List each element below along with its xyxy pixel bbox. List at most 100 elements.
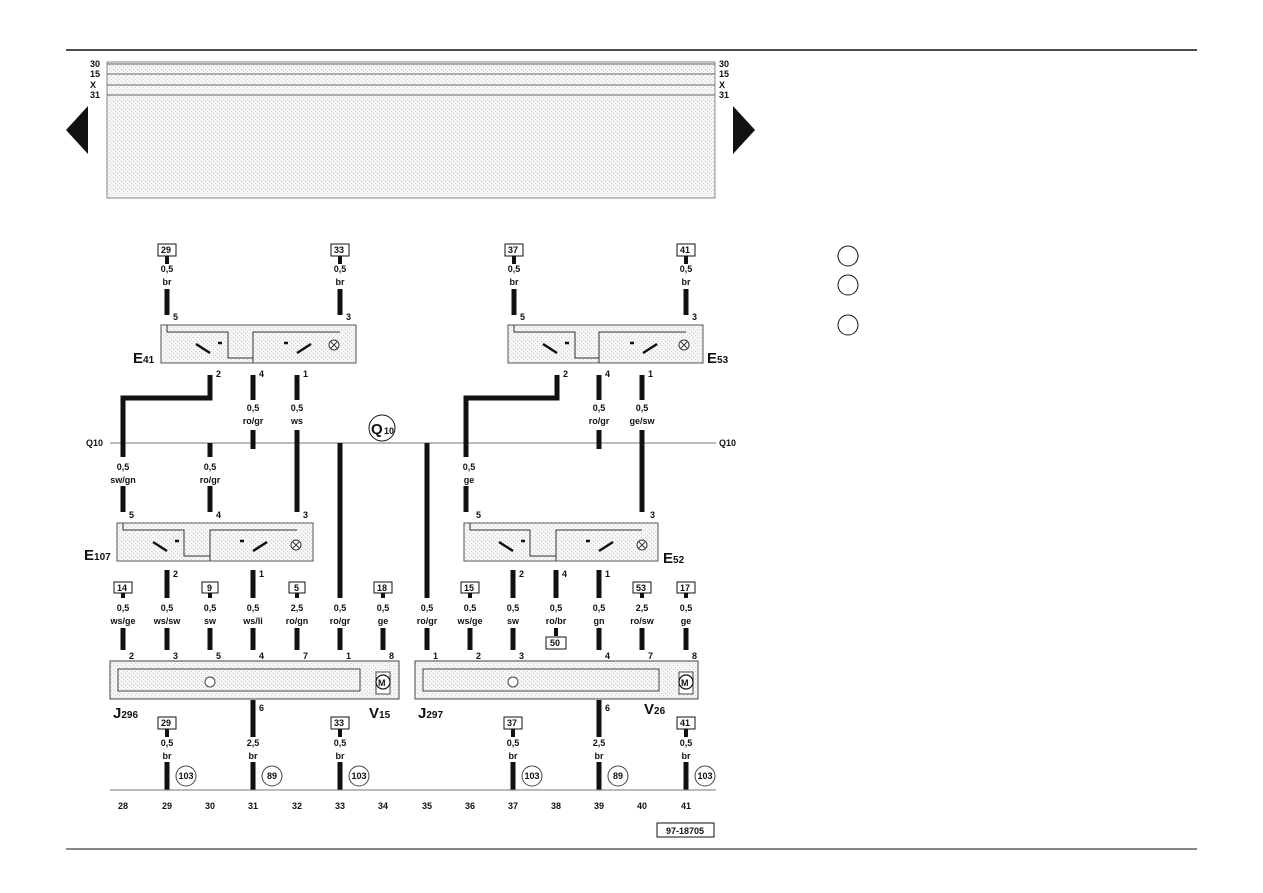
wire-size: 0,5 bbox=[508, 264, 521, 274]
wire-color: br bbox=[510, 277, 519, 287]
wire-size: 0,5 bbox=[593, 403, 606, 413]
motor-v26-label: M bbox=[681, 678, 689, 688]
pin-number: 4 bbox=[562, 569, 567, 579]
wire-size: 0,5 bbox=[291, 403, 304, 413]
ground-point-label: 89 bbox=[267, 771, 277, 781]
pin-number: 8 bbox=[389, 651, 394, 661]
ref-18: 18 bbox=[377, 583, 387, 593]
ref-50: 50 bbox=[550, 638, 560, 648]
ground-point bbox=[175, 765, 197, 787]
wire-color: ro/gr bbox=[330, 616, 351, 626]
wire-color: ge bbox=[681, 616, 692, 626]
switch-e53 bbox=[507, 324, 704, 364]
wire-size: 0,5 bbox=[464, 603, 477, 613]
wire-color: ro/gr bbox=[243, 416, 264, 426]
wire-size: 0,5 bbox=[334, 738, 347, 748]
pin-number: 1 bbox=[433, 651, 438, 661]
ref-14: 14 bbox=[117, 583, 127, 593]
wire-size: 0,5 bbox=[421, 603, 434, 613]
wire-size: 0,5 bbox=[377, 603, 390, 613]
wire-color: br bbox=[682, 277, 691, 287]
ref-boxes bbox=[113, 243, 696, 730]
ground-point bbox=[261, 765, 283, 787]
page-forward-arrow[interactable] bbox=[733, 106, 755, 154]
ref-29-top: 29 bbox=[161, 245, 171, 255]
wire-color: ro/gn bbox=[286, 616, 309, 626]
wire-size: 0,5 bbox=[161, 738, 174, 748]
bus-label-x-left: X bbox=[90, 80, 96, 90]
pin-number: 3 bbox=[519, 651, 524, 661]
motor-v15-label: M bbox=[378, 678, 386, 688]
wire-color: br bbox=[595, 751, 604, 761]
pin-number: 4 bbox=[605, 369, 610, 379]
pin-number: 3 bbox=[173, 651, 178, 661]
wire-color: ws/ge bbox=[109, 616, 135, 626]
wire-size: 0,5 bbox=[117, 462, 130, 472]
wire-size: 0,5 bbox=[117, 603, 130, 613]
ground-point-label: 103 bbox=[178, 771, 193, 781]
ref-41-bottom: 41 bbox=[680, 718, 690, 728]
wire-color: sw bbox=[204, 616, 217, 626]
label-e41: E41 bbox=[133, 350, 155, 367]
pin-number: 8 bbox=[692, 651, 697, 661]
legend-circle-3 bbox=[837, 314, 859, 336]
wire-size: 0,5 bbox=[247, 403, 260, 413]
wire-color: br bbox=[163, 751, 172, 761]
wire-size: 0,5 bbox=[334, 603, 347, 613]
wire-color: br bbox=[249, 751, 258, 761]
pin-number: 2 bbox=[129, 651, 134, 661]
pin-numbers: 5 3 5 3 2 4 1 2 4 1 5 4 3 5 3 2 1 2 4 1 … bbox=[129, 312, 697, 713]
label-e107: E107 bbox=[84, 547, 111, 564]
pin-number: 1 bbox=[346, 651, 351, 661]
pin-number: 5 bbox=[520, 312, 525, 322]
wire-size: 0,5 bbox=[636, 403, 649, 413]
page-back-arrow[interactable] bbox=[66, 106, 88, 154]
wire-size: 0,5 bbox=[680, 738, 693, 748]
bus-label-15-right: 15 bbox=[719, 69, 729, 79]
ref-37-top: 37 bbox=[508, 245, 518, 255]
wire-size: 0,5 bbox=[161, 264, 174, 274]
bus-label-30-right: 30 bbox=[719, 59, 729, 69]
wire-color: ro/gr bbox=[589, 416, 610, 426]
wire-color: ge bbox=[464, 475, 475, 485]
wire-color: sw bbox=[507, 616, 520, 626]
ground-point-label: 89 bbox=[613, 771, 623, 781]
ref-number: 39 bbox=[594, 801, 604, 811]
q10-ring-sub: 10 bbox=[384, 426, 394, 436]
ground-point bbox=[694, 765, 716, 787]
ref-number: 32 bbox=[292, 801, 302, 811]
ground-point bbox=[521, 765, 543, 787]
wire-size: 0,5 bbox=[204, 603, 217, 613]
label-e52: E52 bbox=[663, 550, 685, 567]
ref-9: 9 bbox=[207, 583, 212, 593]
wire-size: 0,5 bbox=[334, 264, 347, 274]
figure-id-box bbox=[656, 822, 715, 838]
q10-ring-main: Q bbox=[371, 421, 383, 438]
wire-color: ro/br bbox=[546, 616, 567, 626]
pin-number: 2 bbox=[563, 369, 568, 379]
wire-color: sw/gn bbox=[110, 475, 136, 485]
label-v15: V15 bbox=[369, 705, 391, 722]
wire-size: 2,5 bbox=[636, 603, 649, 613]
ref-33-top: 33 bbox=[334, 245, 344, 255]
wire-size: 2,5 bbox=[593, 738, 606, 748]
pin-number: 3 bbox=[692, 312, 697, 322]
pin-number: 7 bbox=[303, 651, 308, 661]
ref-number: 41 bbox=[681, 801, 691, 811]
ref-number: 33 bbox=[335, 801, 345, 811]
bus-label-31-left: 31 bbox=[90, 90, 100, 100]
wire-color: ro/sw bbox=[630, 616, 655, 626]
ref-number: 30 bbox=[205, 801, 215, 811]
wire-size: 2,5 bbox=[291, 603, 304, 613]
wire-color: ge bbox=[378, 616, 389, 626]
wire-color: br bbox=[163, 277, 172, 287]
wire-size: 0,5 bbox=[247, 603, 260, 613]
label-j297: J297 bbox=[418, 705, 443, 722]
pin-number: 4 bbox=[259, 369, 264, 379]
wire-size: 0,5 bbox=[204, 462, 217, 472]
ref-33-bottom: 33 bbox=[334, 718, 344, 728]
ref-number: 36 bbox=[465, 801, 475, 811]
legend-circle-2 bbox=[837, 274, 859, 296]
pin-number: 4 bbox=[259, 651, 264, 661]
